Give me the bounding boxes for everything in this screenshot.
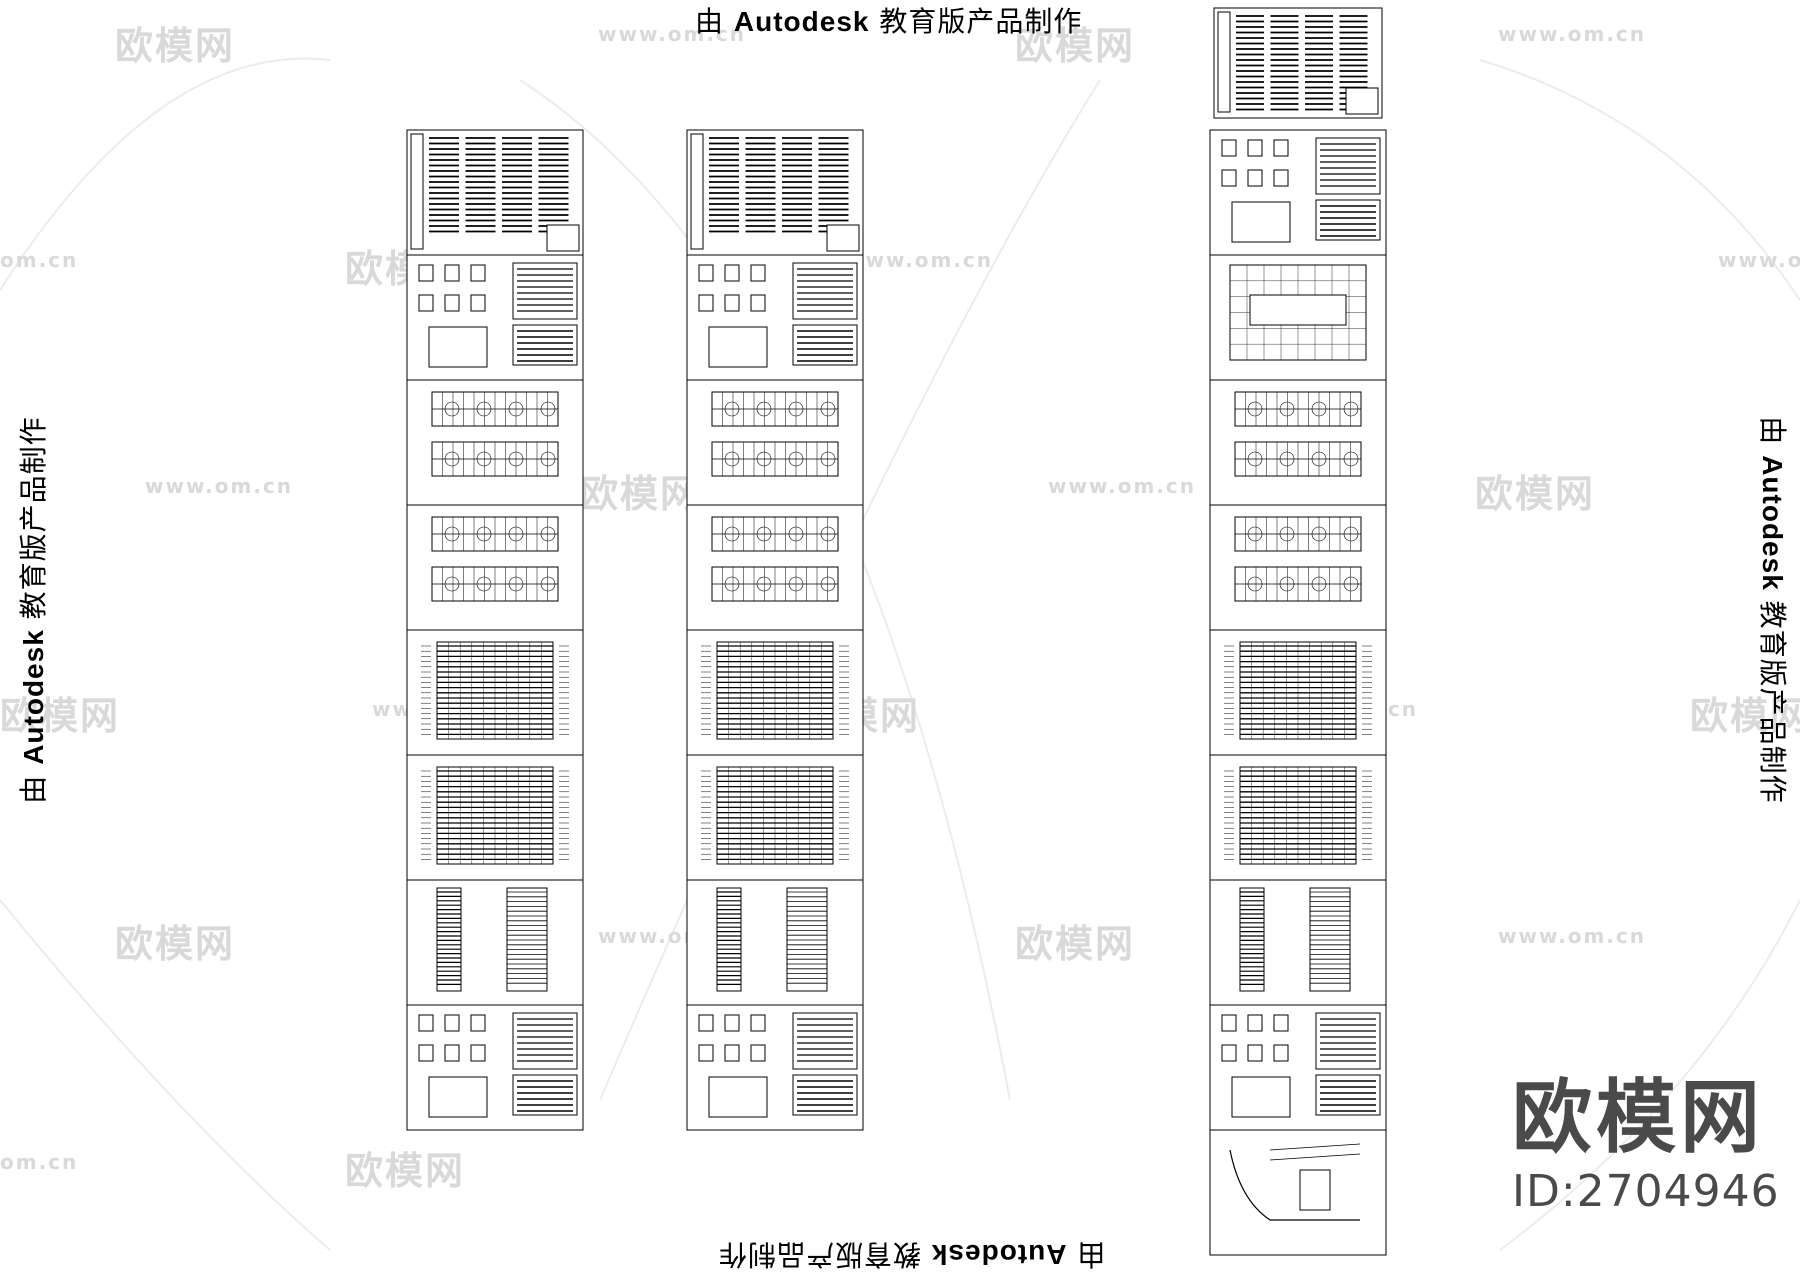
autodesk-stamp-top: 由 Autodesk 教育版产品制作 — [695, 5, 1083, 38]
sheet-elevation — [406, 629, 584, 756]
sheet-notes — [406, 129, 584, 256]
sheet-details — [686, 1004, 864, 1131]
sheet-elevation — [1209, 629, 1387, 756]
sheet-details — [1209, 1004, 1387, 1131]
watermark-url: www.om.cn — [1718, 248, 1800, 272]
watermark-url: www.om.cn — [1498, 22, 1647, 46]
watermark-logo: 欧模网 — [345, 1149, 466, 1193]
sheet-details — [406, 1004, 584, 1131]
sheet-plan — [1209, 379, 1387, 506]
brand-id: ID:2704946 — [1512, 1166, 1780, 1217]
column-1 — [406, 129, 584, 1131]
watermark-logo: 欧模网 — [115, 922, 236, 966]
sheet-section — [1209, 879, 1387, 1006]
autodesk-stamp-bottom: 由 Autodesk 教育版产品制作 — [718, 1238, 1106, 1271]
sheet-notes-small — [1213, 7, 1383, 119]
sheet-plan — [686, 504, 864, 631]
sheet-elevation — [1209, 754, 1387, 881]
sheet-stair-detail — [1209, 1129, 1387, 1256]
column-3 — [1209, 7, 1387, 1256]
sheet-details — [1209, 129, 1387, 256]
watermark-url: www.om.cn — [598, 22, 747, 46]
watermark-logo: 欧模网 — [1015, 24, 1136, 68]
sheet-details — [686, 254, 864, 381]
watermark-logo: 欧模网 — [115, 24, 236, 68]
autodesk-stamp-left: 由 Autodesk 教育版产品制作 — [17, 416, 50, 804]
brand-block: 欧模网 ID:2704946 — [1512, 1071, 1780, 1218]
sheet-elevation — [406, 754, 584, 881]
sheet-plan — [1209, 504, 1387, 631]
sheet-plan — [406, 504, 584, 631]
column-2 — [686, 129, 864, 1131]
watermark-logo: 欧模网 — [1475, 472, 1596, 516]
watermark-url: www.om.cn — [1048, 474, 1197, 498]
watermark-url: www.om.cn — [1498, 924, 1647, 948]
sheet-elevation — [686, 754, 864, 881]
watermark-url: om.cn — [0, 248, 79, 272]
sheet-plan — [406, 379, 584, 506]
sheet-elevation — [686, 629, 864, 756]
sheet-notes — [686, 129, 864, 256]
watermark-url: www.om.cn — [145, 474, 294, 498]
watermark-logo: 欧模网 — [580, 472, 701, 516]
watermark-url: www.om.cn — [845, 248, 994, 272]
sheet-section — [406, 879, 584, 1006]
watermark-url: om.cn — [0, 1150, 79, 1174]
brand-logo: 欧模网 — [1512, 1071, 1764, 1164]
sheet-details — [406, 254, 584, 381]
sheet-plan — [686, 379, 864, 506]
watermark-logo: 欧模网 — [0, 694, 121, 738]
sheet-section — [686, 879, 864, 1006]
watermark-logo: 欧模网 — [1690, 694, 1800, 738]
sheet-site-plan — [1209, 254, 1387, 381]
autodesk-stamp-right: 由 Autodesk 教育版产品制作 — [1756, 416, 1789, 804]
watermark-logo: 欧模网 — [1015, 922, 1136, 966]
